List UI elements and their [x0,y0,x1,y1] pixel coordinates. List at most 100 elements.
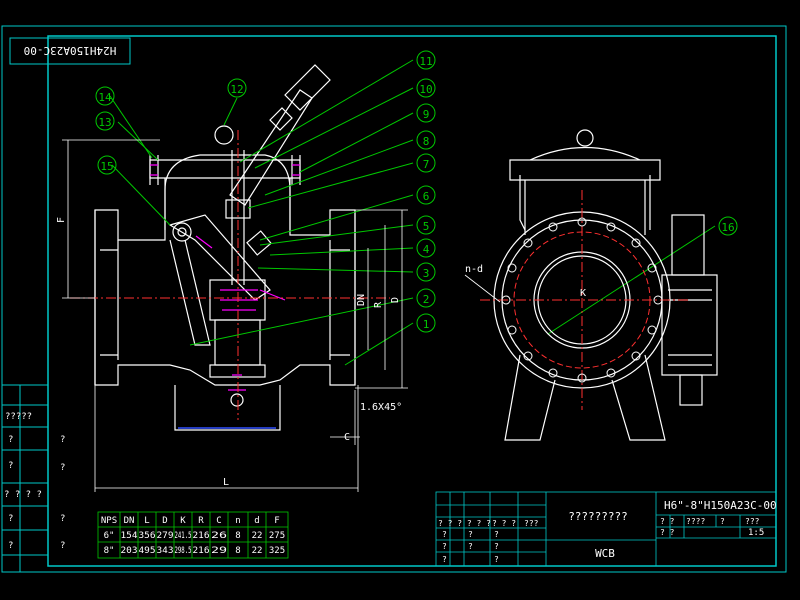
left-label-4: ? [8,514,13,524]
spec-header-6: C [216,516,221,526]
left-label-0: ????? [5,412,32,422]
dim-chamfer: 1.6X45° [360,402,402,413]
inner-frame [47,35,777,567]
dim-C: C [344,432,350,443]
balloon-6: 6 [416,185,436,205]
left-mark-0: ? [60,435,65,445]
title-small-1: ? ? ? [492,519,516,528]
svg-text:11: 11 [419,55,432,68]
left-label-2: ? [8,461,13,471]
dim-K: K [580,288,586,299]
left-mark-3: ? [60,541,65,551]
title-block-grid [435,491,777,567]
outer-frame [1,25,787,573]
balloon-16: 16 [718,216,738,236]
spec-header-3: D [162,516,167,526]
balloon-3: 3 [416,262,436,282]
left-column-labels: ????? ? ? ? ? ? ? ? ? ? ? ? ? [4,412,65,551]
title-small-7: ? ? [660,528,675,537]
svg-text:12: 12 [230,83,243,96]
svg-text:15: 15 [100,160,113,173]
title-drawing-code: H6"-8"H150A23C-00 [664,499,777,512]
title-small-3: ? ? [660,517,675,526]
dim-L: L [223,477,229,488]
spec-r1-c8: 22 [252,546,263,556]
spec-r0-c0: 6" [104,531,115,541]
balloon-11: 11 [416,50,436,70]
title-small-4: ???? [686,517,705,526]
balloon-4: 4 [416,238,436,258]
dim-nd: n-d [465,264,483,275]
svg-text:16: 16 [721,221,734,234]
leader-lines [109,59,716,366]
spec-header-4: K [180,516,186,526]
vertical-code-box [9,37,131,65]
svg-text:14: 14 [98,91,112,104]
left-mark-1: ? [60,463,65,473]
spec-r0-c9: 275 [269,531,285,541]
title-scale: 1:5 [748,528,764,538]
svg-text:2: 2 [423,293,430,306]
title-small-11: ? [442,542,447,551]
spec-header-1: DN [124,516,135,526]
valve-section-centerlines [70,130,390,420]
svg-text:9: 9 [423,108,430,121]
spec-header-5: R [198,516,204,526]
title-small-15: ? [494,555,499,564]
spec-r1-c3: 343 [157,546,174,556]
title-small-13: ? [494,542,499,551]
spec-r1-c1: 203 [121,546,138,556]
dimension-labels: F L DN R D C 1.6X45° [56,217,402,488]
title-small-10: ? [494,530,499,539]
balloon-12: 12 [227,78,247,98]
spec-r0-c7: 8 [235,531,240,541]
svg-text:5: 5 [423,220,430,233]
spec-header-2: L [144,516,149,526]
title-small-9: ? [468,530,473,539]
spec-r1-c5: 216 [193,546,210,556]
balloon-15: 15 [97,155,117,175]
spec-r0-c1: 154 [121,531,138,541]
title-small-14: ? [442,555,447,564]
title-material: WCB [595,547,615,560]
spec-table-text: NPS DN L D K R C n d F 6" 154 356 279 24… [101,516,285,556]
svg-text:13: 13 [98,116,111,129]
spec-r0-c2: 356 [139,531,156,541]
balloon-10: 10 [416,78,436,98]
balloon-14: 14 [95,86,115,106]
spec-r1-c9: 325 [269,546,285,556]
left-label-1: ? [8,435,13,445]
spec-header-0: NPS [101,516,117,526]
valve-section-view [94,64,356,431]
balloon-1: 1 [416,313,436,333]
title-small-0: ? ? ? ? ? ? [438,519,491,528]
spec-r1-c7: 8 [235,546,240,556]
spec-r1-c2: 495 [139,546,156,556]
spec-r0-c3: 279 [157,531,174,541]
svg-text:3: 3 [423,267,430,280]
spec-header-9: F [274,516,279,526]
svg-text:10: 10 [419,83,432,96]
title-block-text: H6"-8"H150A23C-00 ????????? WCB 1:5 ? ? … [438,499,777,564]
spec-r1-c4: 298.5 [175,546,192,556]
spec-header-7: n [235,516,240,526]
end-view-labels: n-d K [465,264,586,299]
title-small-6: ??? [745,517,760,526]
dim-D: D [390,297,401,303]
spec-table-grid [97,511,289,559]
balloon-13: 13 [95,111,115,131]
dim-F: F [56,217,67,223]
balloon-7: 7 [416,153,436,173]
left-mark-2: ? [60,514,65,524]
title-small-12: ? [468,542,473,551]
dimension-lines [62,139,408,492]
valve-end-view [493,129,718,441]
vertical-drawing-code: H24H150A23C-00 [24,44,117,57]
balloon-9: 9 [416,103,436,123]
spec-header-8: d [254,516,259,526]
spec-r0-c6: 26 [211,531,227,541]
svg-text:4: 4 [423,243,430,256]
spec-r0-c8: 22 [252,531,263,541]
svg-text:8: 8 [423,135,430,148]
